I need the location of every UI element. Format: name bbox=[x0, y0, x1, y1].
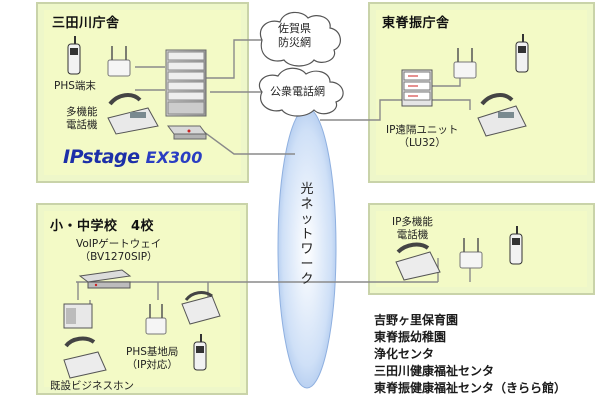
facility-list: 吉野ヶ里保育園 東脊振幼稚園 浄化センタ 三田川健康福祉センタ 東脊振健康福祉セ… bbox=[374, 312, 566, 397]
logo-main: IPstage bbox=[63, 146, 140, 168]
higashisefuri-title: 東脊振庁舎 bbox=[382, 16, 450, 31]
multi-phone-mitagawa bbox=[107, 93, 159, 135]
label-voip-gateway-line2: （BV1270SIP） bbox=[79, 251, 158, 263]
phs-base-higashisefuri bbox=[453, 48, 477, 79]
facility-item: 東脊振幼稚園 bbox=[374, 330, 447, 344]
ip-phone-school bbox=[181, 291, 221, 325]
label-voip-gateway-line1: VoIPゲートウェイ bbox=[76, 238, 162, 250]
router-mitagawa bbox=[167, 125, 207, 140]
label-ip-remote-unit-line1: IP遠隔ユニット bbox=[386, 124, 459, 136]
label-multi-phone: 多機能 電話機 bbox=[66, 106, 98, 132]
logo-model: EX300 bbox=[145, 148, 203, 167]
schools-title: 小・中学校 4校 bbox=[50, 219, 155, 234]
existing-pbx-box bbox=[63, 303, 93, 329]
ip-multi-phone-kindergarten bbox=[395, 242, 441, 281]
label-ip-multi-phone-line2: 電話機 bbox=[396, 229, 429, 241]
voip-gateway bbox=[78, 269, 132, 289]
multi-phone-higashisefuri bbox=[477, 93, 527, 137]
cloud-disaster-line2: 防災網 bbox=[278, 36, 311, 49]
optical-network-label: 光ネットワーク bbox=[300, 182, 314, 287]
phs-handset-school bbox=[193, 334, 207, 371]
phs-handset-higashisefuri bbox=[515, 34, 529, 73]
mitagawa-title: 三田川庁舎 bbox=[52, 16, 120, 31]
phs-handset-mitagawa bbox=[67, 36, 81, 75]
facility-item: 吉野ヶ里保育園 bbox=[374, 313, 459, 327]
cloud-public-label: 公衆電話網 bbox=[270, 85, 325, 98]
label-phs-base-line1: PHS基地局 bbox=[126, 346, 179, 358]
cloud-disaster-line1: 佐賀県 bbox=[278, 22, 311, 35]
ip-remote-unit bbox=[401, 69, 433, 107]
label-multi-phone-line2: 電話機 bbox=[66, 119, 98, 131]
existing-business-phone bbox=[63, 336, 107, 379]
facility-item: 東脊振健康福祉センタ（きらら館） bbox=[374, 381, 567, 395]
phs-base-kindergarten bbox=[459, 238, 483, 269]
label-phs-base: PHS基地局 （IP対応） bbox=[126, 346, 178, 372]
facility-item: 浄化センタ bbox=[374, 347, 435, 361]
cloud-disaster-label: 佐賀県 防災網 bbox=[278, 22, 311, 50]
pbx-cabinet bbox=[165, 49, 207, 117]
ipstage-logo: IPstage EX300 bbox=[63, 146, 202, 168]
label-ip-multi-phone-line1: IP多機能 bbox=[392, 216, 433, 228]
facility-item: 三田川健康福祉センタ bbox=[374, 364, 495, 378]
cloud-public bbox=[258, 67, 344, 117]
label-ip-remote-unit-line2: （LU32） bbox=[398, 137, 446, 149]
label-ip-remote-unit: IP遠隔ユニット （LU32） bbox=[386, 124, 458, 150]
label-multi-phone-line1: 多機能 bbox=[66, 106, 98, 118]
phs-handset-kindergarten bbox=[509, 226, 523, 265]
label-ip-multi-phone: IP多機能 電話機 bbox=[392, 216, 433, 242]
label-phs-terminal: PHS端末 bbox=[54, 80, 96, 92]
label-existing-phone: 既設ビジネスホン bbox=[50, 380, 134, 392]
phs-base-school bbox=[145, 304, 167, 335]
connection-lines bbox=[76, 39, 471, 316]
phs-base-mitagawa bbox=[107, 46, 131, 77]
label-phs-base-line2: （IP対応） bbox=[126, 359, 178, 371]
cloud-disaster bbox=[259, 11, 341, 67]
label-voip-gateway: VoIPゲートウェイ （BV1270SIP） bbox=[76, 238, 161, 264]
mitagawa-panel-inner bbox=[44, 10, 241, 175]
